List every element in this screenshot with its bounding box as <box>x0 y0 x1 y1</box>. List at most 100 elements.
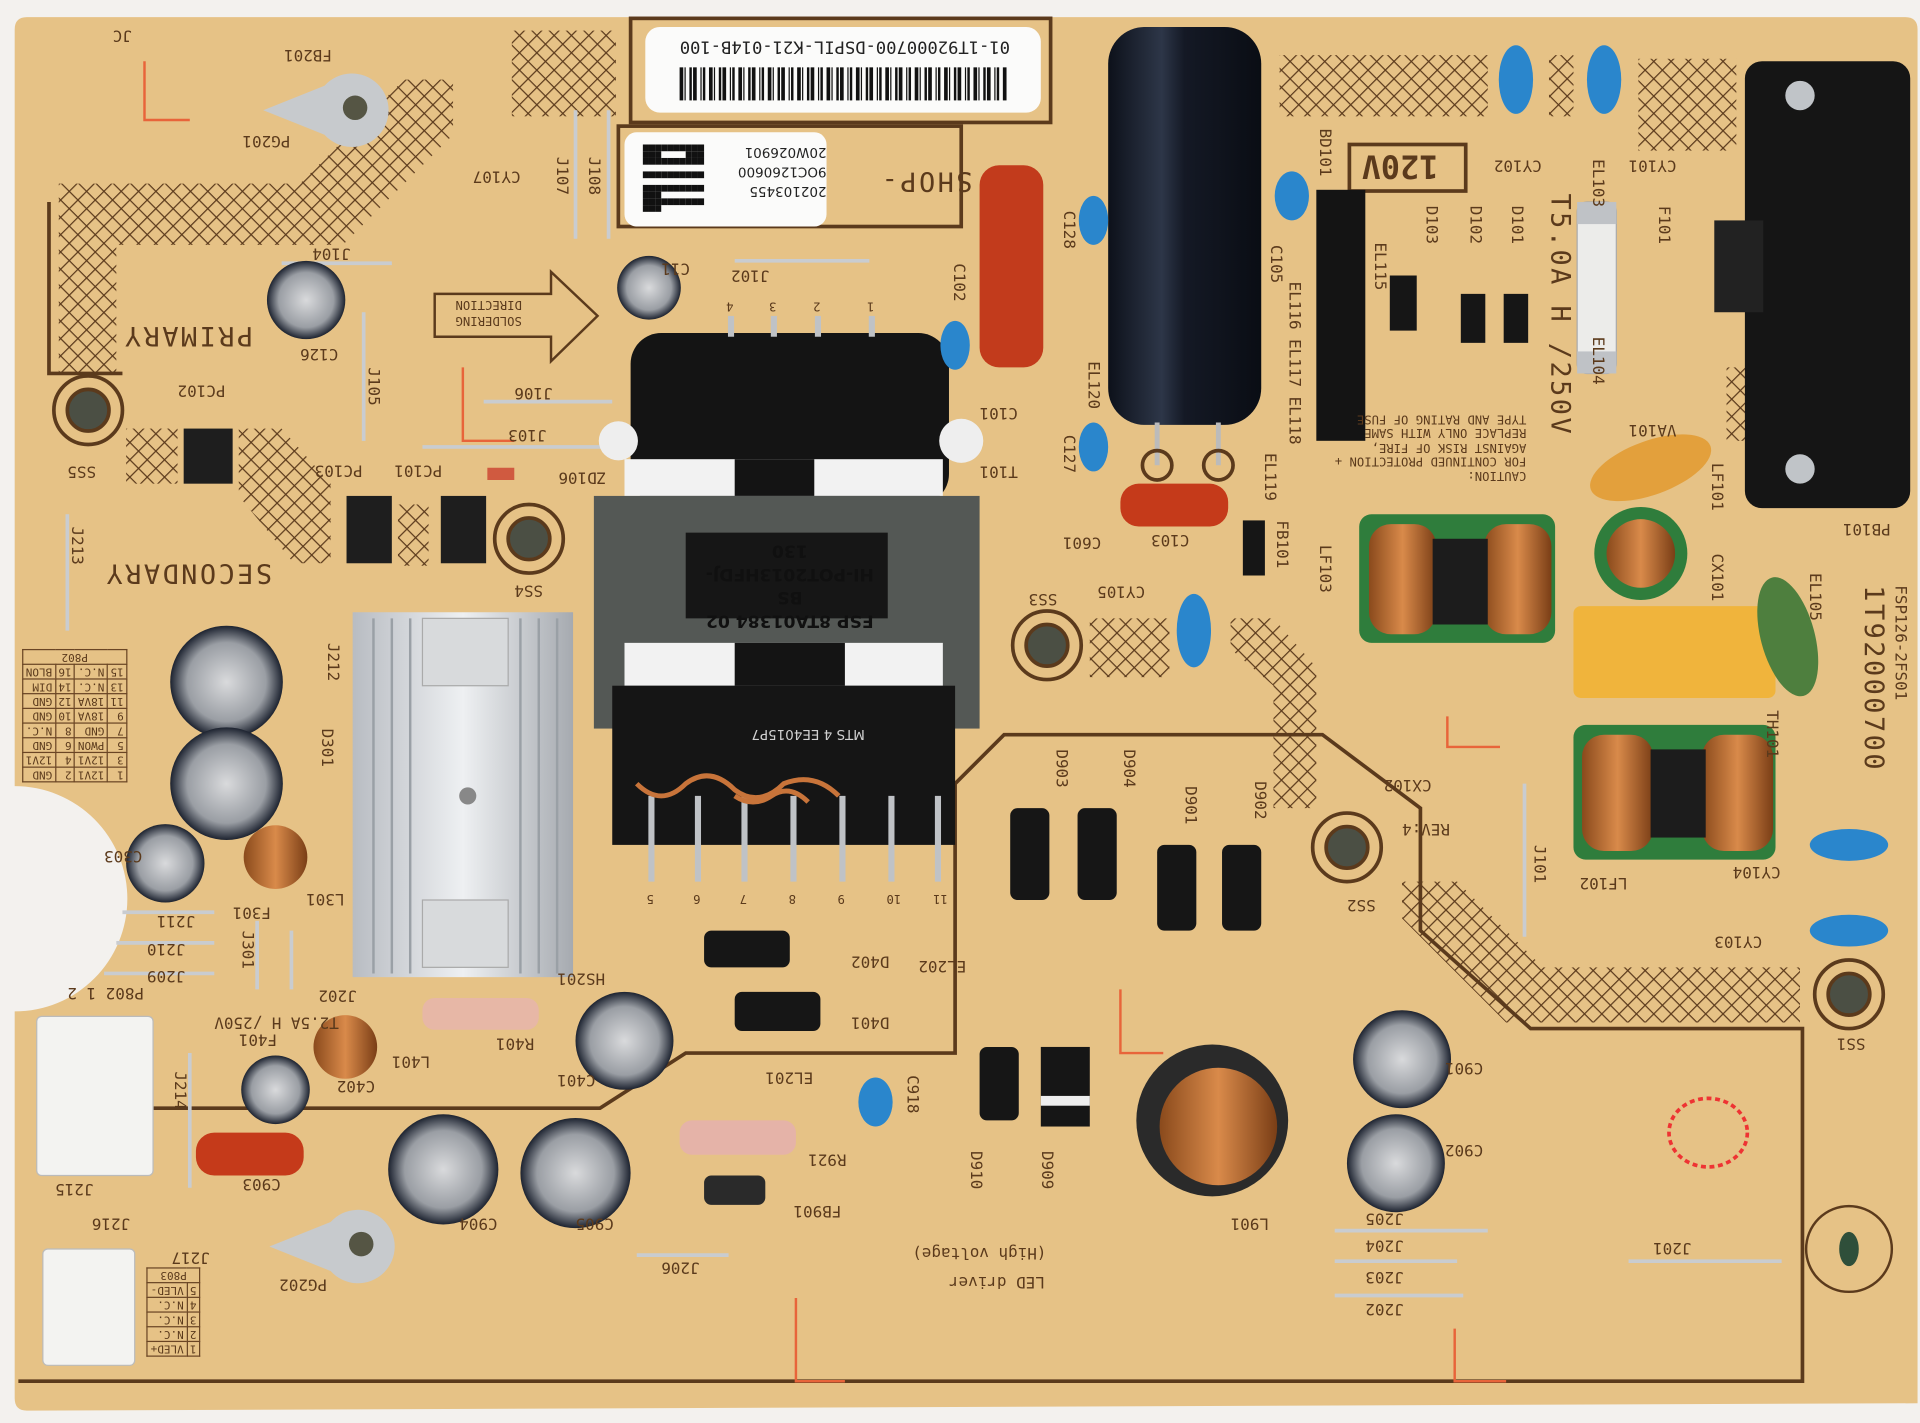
silkscreen-label: J106 <box>514 383 553 402</box>
qr-module <box>691 184 698 192</box>
silkscreen-label: EL115 <box>1370 242 1389 291</box>
barcode-bar <box>957 67 962 101</box>
barcode-bar <box>767 67 772 101</box>
qr-module <box>642 198 649 206</box>
pinout-cell: 12 <box>55 693 75 709</box>
qr-module <box>648 205 656 212</box>
qr-module <box>679 171 686 179</box>
silkscreen-label: C401 <box>557 1070 596 1089</box>
pinout-cell: 15 <box>107 664 127 679</box>
qr-module <box>667 184 674 192</box>
qr-module <box>642 171 649 179</box>
heat-sink-hs201 <box>352 612 574 978</box>
barcode-bar <box>919 67 921 101</box>
qr-module <box>661 157 668 165</box>
silkscreen-label: C918 <box>902 1075 921 1114</box>
qr-line: 9OC1260600 <box>737 163 827 180</box>
barcode-bar <box>895 67 898 101</box>
barcode-bar <box>885 67 889 101</box>
qr-module <box>679 184 686 192</box>
transformer-pins <box>648 315 942 882</box>
qr-module <box>685 198 692 206</box>
qr-module <box>691 171 698 179</box>
silkscreen-label: FB901 <box>793 1201 842 1220</box>
silkscreen-label: D103 <box>1421 205 1441 245</box>
jumper-wires <box>65 110 1782 1298</box>
barcode-label <box>645 26 1041 113</box>
barcode-bar <box>967 67 970 101</box>
silkscreen-label: SS5 <box>67 461 97 481</box>
barcode-bar <box>935 67 937 101</box>
silkscreen-label: D910 <box>966 1151 985 1190</box>
silkscreen-label: P802 1 2 <box>67 983 145 1002</box>
barcode-bar <box>978 67 980 101</box>
pinout-cell: 7 <box>107 723 127 738</box>
silkscreen-label: J104 <box>312 243 351 263</box>
silkscreen-label: J202 <box>318 985 357 1005</box>
qr-module <box>697 151 705 158</box>
qr-module <box>655 157 662 165</box>
barcode-bar <box>944 67 948 101</box>
silkscreen-label: T5.0A H /250V <box>1544 193 1575 437</box>
barcode-bar <box>693 67 697 101</box>
silkscreen-label: PG201 <box>242 131 291 150</box>
barcode-bar <box>964 67 967 101</box>
barcode-bar <box>743 67 745 101</box>
qc-stamp <box>1667 1096 1750 1169</box>
barcode-bar <box>797 67 801 101</box>
silkscreen-label: J204 <box>1365 1235 1404 1254</box>
barcode-bar <box>708 67 713 101</box>
common-mode-choke-lf102 <box>1573 724 1776 860</box>
pinout-cell: 14 <box>55 678 75 694</box>
silkscreen-label: SS2 <box>1346 895 1376 914</box>
qr-module <box>661 198 668 206</box>
silkscreen-label: J101 <box>1529 844 1548 884</box>
barcode-bar <box>718 67 722 101</box>
silkscreen-label: EL105 <box>1804 573 1824 621</box>
silkscreen-label: C903 <box>242 1174 281 1193</box>
barcode-bar <box>791 67 794 101</box>
qr-module <box>697 157 705 165</box>
qr-line: 20W026901 <box>744 144 827 161</box>
barcode-bar <box>847 67 849 101</box>
barcode-bar <box>994 67 996 101</box>
qr-module <box>673 184 680 192</box>
y-capacitors <box>858 45 1889 1127</box>
pinout-cell: N.C. <box>74 664 108 679</box>
barcode-bar <box>906 67 908 101</box>
barcode-bar <box>817 67 820 101</box>
barcode-bar <box>865 67 869 101</box>
barcode-bar <box>738 67 743 101</box>
barcode-bar <box>928 67 932 101</box>
qr-module <box>697 184 705 192</box>
barcode-bar <box>722 67 727 101</box>
silkscreen-label: PC102 <box>177 380 226 400</box>
barcode-bar <box>777 67 781 101</box>
silkscreen-label: D904 <box>1119 749 1138 788</box>
qr-code <box>642 144 705 212</box>
pinout-cell: N.C. <box>147 1326 187 1342</box>
pinout-cell: 3 <box>186 1312 200 1327</box>
transformer-pin-number: 4 <box>726 298 734 313</box>
silkscreen-label: EL116 EL117 EL118 <box>1284 281 1303 445</box>
barcode-bar <box>679 67 684 101</box>
silkscreen-label: D401 <box>851 1012 890 1032</box>
silkscreen-label: C127 <box>1059 434 1078 474</box>
qr-module <box>655 198 662 206</box>
pinout-cell: 11 <box>107 693 127 709</box>
hatched-zones <box>58 30 1801 1023</box>
barcode-bar <box>937 67 941 101</box>
qr-module <box>691 151 698 158</box>
barcode-bar <box>840 67 844 101</box>
silkscreen-label: REV:4 <box>1402 819 1450 838</box>
connector-p802 <box>36 1015 154 1177</box>
transformer-pin-number: 7 <box>739 891 747 905</box>
pinout-cell: 5 <box>107 737 127 753</box>
silkscreen-label: VA101 <box>1628 420 1677 439</box>
pinout-cell: GND <box>22 737 56 753</box>
silkscreen-label: C105 <box>1266 244 1285 284</box>
barcode-bar <box>849 67 853 101</box>
